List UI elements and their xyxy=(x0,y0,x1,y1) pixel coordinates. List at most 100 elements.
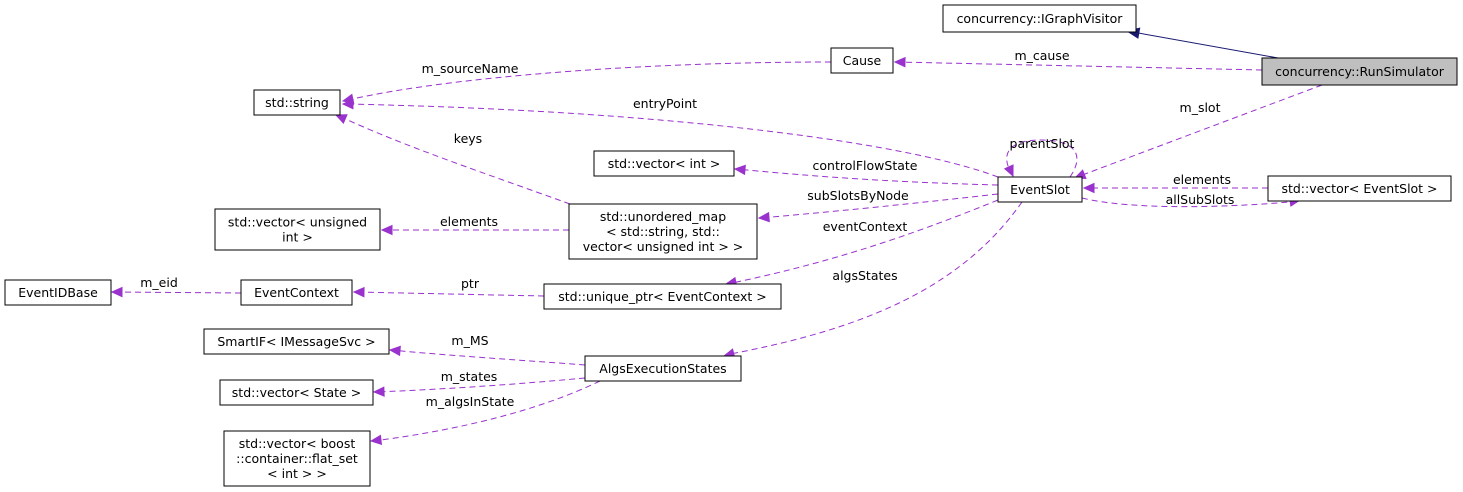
edge-m-states: m_states xyxy=(372,369,586,397)
arrowhead xyxy=(369,434,383,446)
node-box xyxy=(223,430,371,487)
edge-subSlotsByNode: subSlotsByNode xyxy=(757,188,999,223)
node-label: std::unique_ptr< EventContext > xyxy=(558,289,767,304)
edge-ptr: ptr xyxy=(352,276,545,298)
edge-line xyxy=(343,61,832,102)
node-box xyxy=(942,4,1137,33)
node-label: SmartIF< IMessageSvc > xyxy=(217,334,375,349)
edge-line xyxy=(1006,139,1078,178)
arrowhead xyxy=(372,386,385,397)
edge-label: m_MS xyxy=(451,333,488,348)
class-node-eventslot[interactable]: EventSlot xyxy=(997,176,1083,203)
class-node-string[interactable]: std::string xyxy=(253,89,341,116)
edge-line xyxy=(375,377,586,393)
edge-inherit xyxy=(1125,27,1279,59)
edge-label: entryPoint xyxy=(633,96,697,111)
class-node-vector-flatset[interactable]: std::vector< boost::container::flat_set<… xyxy=(223,430,371,487)
edge-label: elements xyxy=(1173,172,1231,187)
node-box xyxy=(253,89,341,116)
node-box xyxy=(219,379,374,406)
node-box xyxy=(830,47,894,74)
arrowhead xyxy=(352,286,365,298)
node-box xyxy=(593,150,735,177)
edge-label: allSubSlots xyxy=(1166,192,1235,207)
node-box xyxy=(1267,175,1452,202)
node-label: std::vector< boost xyxy=(239,436,356,451)
edge-label: m_algsInState xyxy=(426,394,515,409)
edge-line xyxy=(1126,30,1279,59)
edge-line xyxy=(113,291,242,294)
node-box xyxy=(203,328,390,355)
node-box xyxy=(584,355,742,382)
edge-label: parentSlot xyxy=(1010,136,1075,151)
edge-label: controlFlowState xyxy=(813,158,918,173)
edge-line xyxy=(735,168,999,186)
node-label: concurrency::RunSimulator xyxy=(1275,64,1445,79)
edge-label: subSlotsByNode xyxy=(807,188,909,203)
edge-line xyxy=(372,380,601,442)
edge-line xyxy=(759,193,999,219)
node-label: std::vector< int > xyxy=(608,156,721,171)
node-box xyxy=(1261,57,1458,86)
node-label: < int > > xyxy=(267,466,327,481)
edge-line xyxy=(1076,84,1323,178)
arrowhead xyxy=(733,164,746,176)
edge-line xyxy=(1081,197,1300,208)
node-label: std::vector< State > xyxy=(232,385,361,400)
edge-label: m_eid xyxy=(140,275,178,290)
edge-label: elements xyxy=(440,214,498,229)
edge-label: algsStates xyxy=(832,268,897,283)
class-node-cause[interactable]: Cause xyxy=(830,47,894,74)
node-label: std::unordered_map xyxy=(600,209,726,224)
node-label: < std::string, std:: xyxy=(606,224,720,239)
class-node-vector-eventslot[interactable]: std::vector< EventSlot > xyxy=(1267,175,1452,202)
node-label: std::vector< EventSlot > xyxy=(1281,181,1437,196)
node-label: int > xyxy=(282,230,313,245)
class-node-runsimulator[interactable]: concurrency::RunSimulator xyxy=(1261,57,1458,86)
edge-parentSlot: parentSlot xyxy=(1003,136,1078,178)
arrowhead xyxy=(757,211,770,223)
class-node-eventcontext[interactable]: EventContext xyxy=(240,279,353,306)
class-node-vector-state[interactable]: std::vector< State > xyxy=(219,379,374,406)
node-label: EventSlot xyxy=(1010,182,1070,197)
node-label: vector< unsigned int > > xyxy=(583,239,744,254)
edge-m-MS: m_MS xyxy=(388,333,586,366)
arrowhead xyxy=(110,286,123,298)
edge-label: m_states xyxy=(441,369,498,384)
node-label: concurrency::IGraphVisitor xyxy=(957,11,1124,26)
edge-controlFlowState: controlFlowState xyxy=(733,158,999,186)
class-node-smartif[interactable]: SmartIF< IMessageSvc > xyxy=(203,328,390,355)
edge-label: eventContext xyxy=(823,219,908,234)
node-label: std::vector< unsigned xyxy=(228,215,367,230)
node-box xyxy=(214,208,381,251)
edge-allSubSlots: allSubSlots xyxy=(1081,192,1302,208)
class-node-unique-ptr[interactable]: std::unique_ptr< EventContext > xyxy=(543,283,782,310)
class-node-unordered-map[interactable]: std::unordered_map< std::string, std::ve… xyxy=(568,203,758,260)
arrowhead xyxy=(334,114,348,124)
class-node-algsexec[interactable]: AlgsExecutionStates xyxy=(584,355,742,382)
class-node-igraphvisitor[interactable]: concurrency::IGraphVisitor xyxy=(942,4,1137,33)
edge-m-eid: m_eid xyxy=(110,275,242,298)
class-node-vector-int[interactable]: std::vector< int > xyxy=(593,150,735,177)
arrowhead xyxy=(1082,182,1095,194)
node-box xyxy=(568,203,758,260)
edge-line xyxy=(724,201,1023,356)
arrowhead xyxy=(893,56,906,68)
node-label: AlgsExecutionStates xyxy=(599,361,726,376)
arrowhead xyxy=(1003,164,1014,178)
edge-m-sourceName: m_sourceName xyxy=(341,61,832,104)
arrowhead xyxy=(380,224,393,236)
edge-line xyxy=(343,103,999,178)
edge-line xyxy=(336,114,571,205)
edge-label: m_sourceName xyxy=(422,61,519,76)
node-box xyxy=(240,279,353,306)
arrowhead xyxy=(388,345,401,357)
node-box xyxy=(4,279,112,306)
edge-line xyxy=(391,349,586,366)
edge-line xyxy=(354,291,545,297)
node-box xyxy=(997,176,1083,203)
node-label: EventIDBase xyxy=(18,285,98,300)
class-node-eventidbase[interactable]: EventIDBase xyxy=(4,279,112,306)
